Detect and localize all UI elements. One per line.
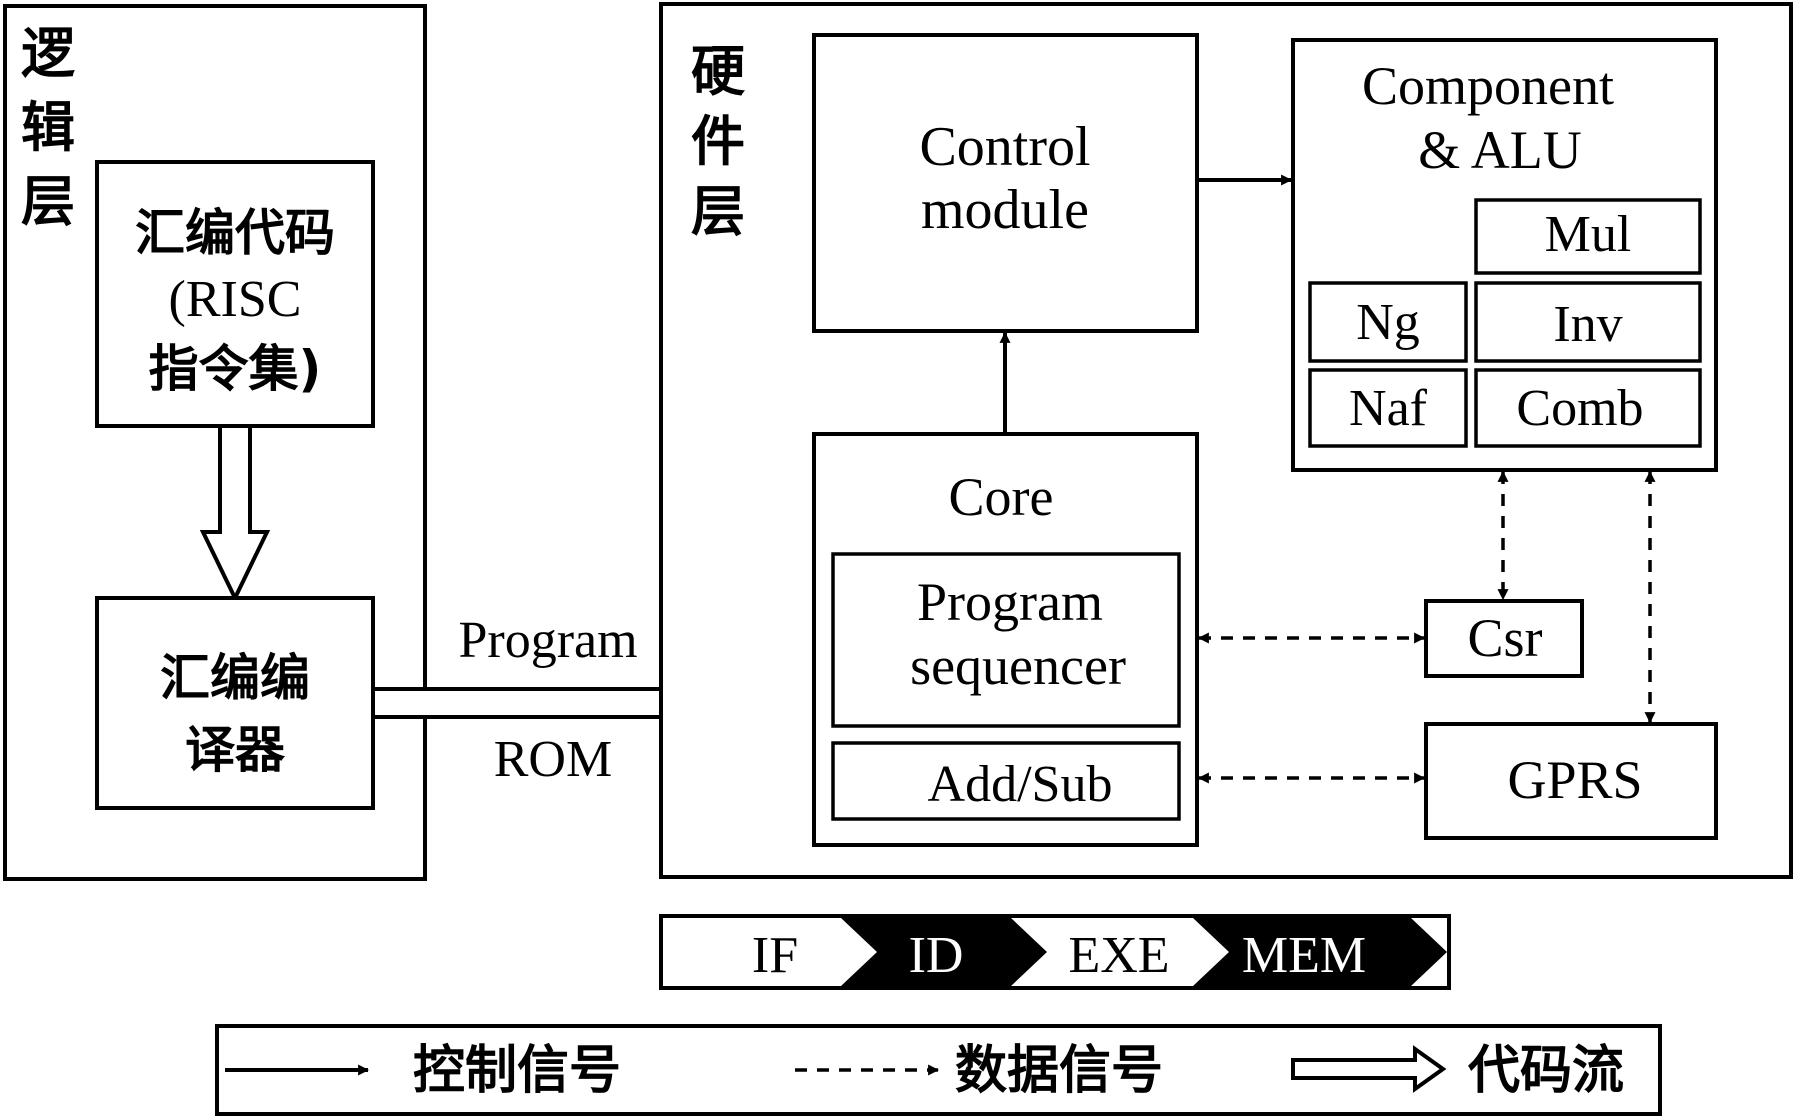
csr-label: Csr	[1467, 608, 1542, 668]
hardware-layer-title-3: 层	[691, 180, 745, 243]
assembly-code-line-3: 指令集)	[149, 340, 322, 398]
legend-code-flow-label: 代码流	[1467, 1041, 1624, 1101]
inv-label: Inv	[1553, 296, 1622, 353]
program-rom-label-bottom: ROM	[494, 731, 612, 788]
legend: 控制信号 数据信号 代码流	[215, 1024, 1662, 1116]
gprs-register: GPRS	[1424, 722, 1718, 840]
core-block: Core Program sequencer Add/Sub	[812, 432, 1199, 847]
assembler-box: 汇编编 译器	[95, 596, 375, 810]
comb-unit: Comb	[1474, 368, 1702, 448]
program-rom-label-top: Program	[458, 612, 637, 669]
stage-id-chevron	[841, 918, 1047, 986]
assembly-code-line-2: (RISC	[169, 271, 302, 328]
logic-layer-title-1: 逻	[21, 22, 75, 85]
stage-id-label: ID	[909, 927, 964, 984]
stage-exe-label: EXE	[1068, 927, 1169, 984]
program-sequencer-line-1: Program	[917, 572, 1103, 632]
stage-mem-chevron	[1193, 918, 1447, 986]
hardware-layer: 硬 件 层 Control module Component & ALU Mul…	[659, 2, 1793, 879]
assembly-code-box: 汇编代码 (RISC 指令集)	[95, 160, 375, 428]
mul-label: Mul	[1545, 206, 1632, 263]
naf-unit: Naf	[1308, 368, 1468, 448]
pipeline-stages: IF ID EXE MEM	[659, 914, 1451, 990]
component-alu-title-2: & ALU	[1418, 120, 1582, 180]
comb-label: Comb	[1516, 380, 1643, 437]
legend-data-label: 数据信号	[955, 1041, 1163, 1101]
control-module: Control module	[812, 33, 1199, 333]
control-module-line-2: module	[921, 179, 1089, 241]
component-alu: Component & ALU Mul Ng Inv Naf Comb	[1291, 38, 1718, 472]
stage-if-label: IF	[752, 927, 798, 984]
csr-register: Csr	[1424, 599, 1584, 678]
program-sequencer: Program sequencer	[831, 552, 1181, 728]
control-module-line-1: Control	[919, 116, 1090, 178]
program-sequencer-line-2: sequencer	[910, 636, 1126, 696]
code-flow-arrow-down	[199, 424, 271, 603]
logic-layer: 逻 辑 层 汇编代码 (RISC 指令集) 汇编编 译器	[3, 4, 427, 881]
assembly-code-line-1: 汇编代码	[135, 204, 335, 262]
inv-unit: Inv	[1474, 281, 1702, 363]
core-title: Core	[949, 467, 1054, 527]
naf-label: Naf	[1349, 380, 1428, 437]
legend-code-flow-arrow	[1291, 1045, 1447, 1093]
add-sub-label: Add/Sub	[928, 756, 1113, 813]
program-rom-flow: Program ROM	[371, 612, 817, 788]
add-sub-unit: Add/Sub	[831, 741, 1181, 821]
hardware-layer-title-1: 硬	[691, 40, 746, 103]
ng-unit: Ng	[1308, 281, 1468, 363]
gprs-label: GPRS	[1507, 750, 1642, 810]
hardware-layer-title-2: 件	[691, 110, 745, 173]
mul-unit: Mul	[1474, 198, 1702, 275]
stage-mem-label: MEM	[1242, 927, 1366, 984]
assembler-line-1: 汇编编	[160, 649, 310, 707]
ng-label: Ng	[1356, 294, 1420, 351]
logic-layer-title-2: 辑	[21, 96, 75, 159]
legend-control-label: 控制信号	[413, 1041, 621, 1101]
component-alu-title-1: Component	[1362, 56, 1614, 116]
assembler-line-2: 译器	[185, 721, 286, 779]
logic-layer-title-3: 层	[21, 170, 75, 233]
